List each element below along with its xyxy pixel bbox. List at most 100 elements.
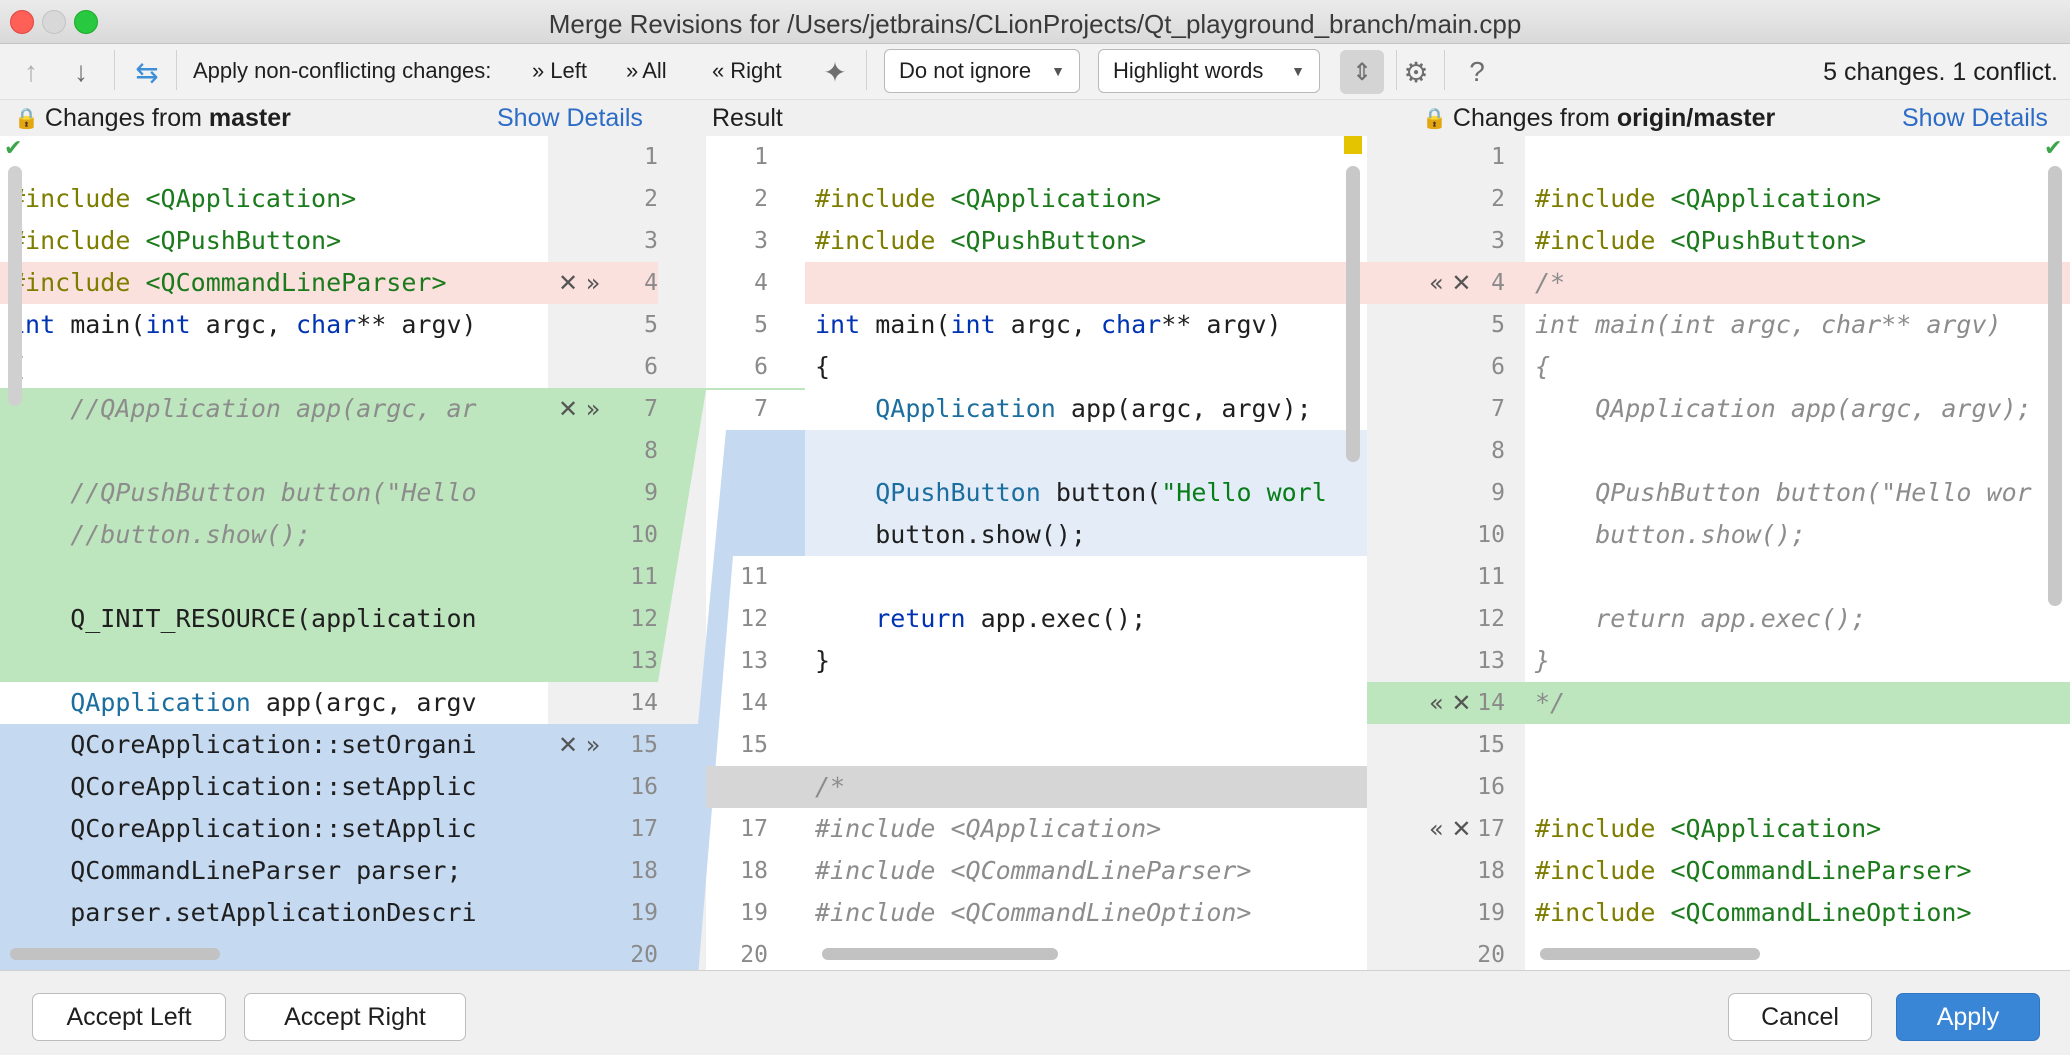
code-line: QPushButton button("Hello worl [805, 472, 1367, 514]
code-line: return app.exec(); [1535, 604, 1867, 633]
code-line: { [1535, 352, 1551, 381]
code-line: #include <QPushButton> [815, 226, 1147, 255]
left-show-details-link[interactable]: Show Details [497, 103, 643, 132]
code-line: QCoreApplication::setOrgani [0, 724, 548, 766]
gutter-highlight [548, 430, 658, 472]
double-chevron-left-icon: « [712, 58, 725, 83]
line-number: 13 [1477, 648, 1505, 674]
code-line: parser.setApplicationDescri [0, 892, 548, 934]
gutter-highlight [1367, 682, 1525, 724]
line-number: 3 [1491, 228, 1505, 254]
help-icon[interactable]: ? [1469, 56, 1485, 87]
apply-all-button[interactable]: »All [626, 58, 667, 83]
line-number: 11 [1477, 564, 1505, 590]
toolbar-separator [1396, 50, 1397, 90]
window-title: Merge Revisions for /Users/jetbrains/CLi… [548, 9, 1522, 39]
gutter-highlight [548, 556, 658, 598]
apply-change-action[interactable]: ✕ » [558, 269, 601, 297]
code-line: //button.show(); [0, 514, 548, 556]
zoom-window-button[interactable] [74, 10, 98, 34]
code-line [805, 430, 1367, 472]
whitespace-ignore-select[interactable]: Do not ignore▼ [884, 49, 1080, 93]
code-line [1525, 724, 2070, 766]
code-line: #include <QCommandLineOption> [1535, 898, 1972, 927]
next-difference-icon[interactable]: ↓ [74, 56, 88, 87]
line-number: 9 [644, 480, 658, 506]
line-number: 4 [1491, 270, 1505, 296]
result-line-number: 11 [740, 564, 768, 590]
code-line [0, 640, 548, 682]
code-line: QApplication app(argc, argv); [875, 394, 1312, 423]
code-line: button.show(); [1535, 520, 1806, 549]
line-number: 19 [1477, 900, 1505, 926]
line-number: 19 [630, 900, 658, 926]
gutter-highlight [548, 724, 658, 766]
code-line: #include <QCommandLineParser> [1535, 856, 1972, 885]
cancel-button[interactable]: Cancel [1728, 993, 1872, 1041]
gear-icon[interactable]: ⚙ [1403, 56, 1429, 88]
code-line: QCommandLineParser parser; [0, 850, 548, 892]
line-number: 11 [630, 564, 658, 590]
line-number: 2 [1491, 186, 1505, 212]
double-chevron-right-icon: » [626, 58, 639, 83]
line-number: 15 [1477, 732, 1505, 758]
highlight-mode-select[interactable]: Highlight words▼ [1098, 49, 1320, 93]
result-vertical-scrollbar[interactable] [1346, 166, 1360, 462]
apply-change-action[interactable]: ✕ » [558, 731, 601, 759]
accept-right-button[interactable]: Accept Right [244, 993, 466, 1041]
code-line: QApplication app(argc, argv [70, 688, 477, 717]
accept-left-button[interactable]: Accept Left [32, 993, 226, 1041]
apply-left-button[interactable]: »Left [532, 58, 587, 83]
code-line [805, 724, 1367, 766]
code-line: #include <QCommandLineParser> [815, 856, 1252, 885]
apply-change-action[interactable]: « ✕ [1429, 815, 1472, 843]
code-line [0, 556, 548, 598]
line-number: 16 [630, 774, 658, 800]
left-horizontal-scrollbar[interactable] [10, 948, 220, 960]
change-connector [658, 388, 805, 682]
right-horizontal-scrollbar[interactable] [1540, 948, 1760, 960]
code-line [805, 556, 1367, 598]
apply-change-action[interactable]: ✕ » [558, 395, 601, 423]
result-editor[interactable]: #include <QApplication> #include <QPushBu… [805, 136, 1367, 970]
result-line-number: 18 [740, 858, 768, 884]
gutter-highlight [548, 850, 658, 892]
merge-editor-area: #include <QApplication> #include <QPushBu… [0, 136, 2070, 970]
code-line [805, 682, 1367, 724]
minimize-window-button[interactable] [42, 10, 66, 34]
right-vertical-scrollbar[interactable] [2048, 166, 2062, 606]
merge-arrows-icon[interactable]: ⇆ [135, 56, 159, 88]
apply-button[interactable]: Apply [1896, 993, 2040, 1041]
result-line-number: 19 [740, 900, 768, 926]
gutter-highlight [1367, 262, 1525, 304]
gutter-highlight [548, 766, 658, 808]
apply-change-action[interactable]: « ✕ [1429, 689, 1472, 717]
magic-wand-icon[interactable]: ✦ [823, 56, 847, 88]
left-vertical-scrollbar[interactable] [8, 166, 22, 406]
lock-icon: 🔒 [1422, 107, 1447, 130]
result-line-number: 3 [754, 228, 768, 254]
code-line: QPushButton button("Hello wor [1535, 478, 2032, 507]
result-horizontal-scrollbar[interactable] [822, 948, 1058, 960]
line-number: 1 [1491, 144, 1505, 170]
toolbar-separator [1444, 50, 1445, 90]
sync-scroll-icon[interactable]: ⇕ [1340, 50, 1384, 94]
line-number: 10 [1477, 522, 1505, 548]
lock-icon: 🔒 [14, 107, 39, 130]
prev-difference-icon[interactable]: ↑ [24, 56, 38, 87]
chevron-down-icon: ▼ [1291, 63, 1305, 79]
apply-right-button[interactable]: «Right [712, 58, 782, 83]
code-line: #include <QApplication> [815, 814, 1162, 843]
apply-change-action[interactable]: « ✕ [1429, 269, 1472, 297]
code-line: #include <QApplication> [1535, 814, 1882, 843]
result-line-number: 14 [740, 690, 768, 716]
right-show-details-link[interactable]: Show Details [1902, 103, 2048, 132]
code-line: #include <QApplication> [10, 184, 357, 213]
result-line-number: 2 [754, 186, 768, 212]
left-editor[interactable]: #include <QApplication>#include <QPushBu… [0, 136, 548, 970]
close-window-button[interactable] [10, 10, 34, 34]
code-line: #include <QPushButton> [1535, 226, 1867, 255]
right-editor[interactable]: #include <QApplication> #include <QPushBu… [1525, 136, 2070, 970]
line-number: 8 [644, 438, 658, 464]
